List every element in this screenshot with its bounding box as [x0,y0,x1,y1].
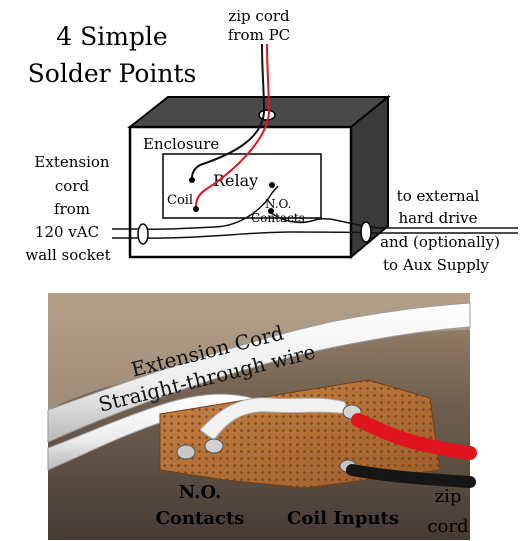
left-cord-hole [137,223,149,245]
extension-label-line-3: from [54,200,90,218]
extension-label-line-5: wall socket [25,246,110,264]
photo-red-wire [351,413,477,460]
enclosure-label: Enclosure [143,135,219,153]
coil-label: Coil [167,193,193,208]
extension-cord-wire-lower [112,231,518,239]
coil-inputs-label: Coil Inputs [287,508,399,529]
zip-cord-black-wire [191,43,266,179]
zip-label-line-2: cord [427,516,468,537]
extension-cord-wire-upper [112,185,279,231]
contact-solder-point-2 [268,208,274,214]
photo-black-wire [346,464,476,488]
right-cord-hole [360,221,372,243]
zip-cord-red-wire [195,43,271,208]
photo-contacts-label-line-2: Contacts [156,508,245,529]
relay-body [162,153,322,219]
photo-contacts-label-line-1: N.O. [179,482,221,503]
enclosure-top-face [127,96,391,128]
extension-label-line-1: Extension [34,153,110,171]
zip-cord-label-line-2: from PC [228,26,290,44]
zip-label-line-1: zip [435,486,462,507]
upper-white-cable [47,302,471,443]
output-label-line-4: to Aux Supply [383,256,489,274]
coil-solder-point-1 [189,177,195,183]
contact-solder-point-1 [269,182,275,188]
solder-joint-contact-1 [176,444,196,460]
output-label-line-3: and (optionally) [380,233,500,251]
diagram-contacts-label-line-1: N.O. [265,197,292,211]
title-line-1: 4 Simple [56,22,167,51]
zip-cord-label-line-1: zip cord [228,7,290,25]
solder-joint-contact-2 [204,438,224,454]
output-label-line-2: hard drive [398,209,477,227]
title-line-2: Solder Points [28,59,197,88]
photo-panel: Extension Cord Straight-through wire N.O… [47,293,477,540]
coil-solder-point-2 [193,206,199,212]
top-cord-hole [258,109,276,121]
diagram-panel: 4 Simple Solder Points zip cord from PC … [25,7,518,274]
output-label-line-1: to external [397,187,480,205]
extension-label-line-2: cord [55,177,90,195]
extension-label-line-4: 120 vAC [35,223,99,241]
